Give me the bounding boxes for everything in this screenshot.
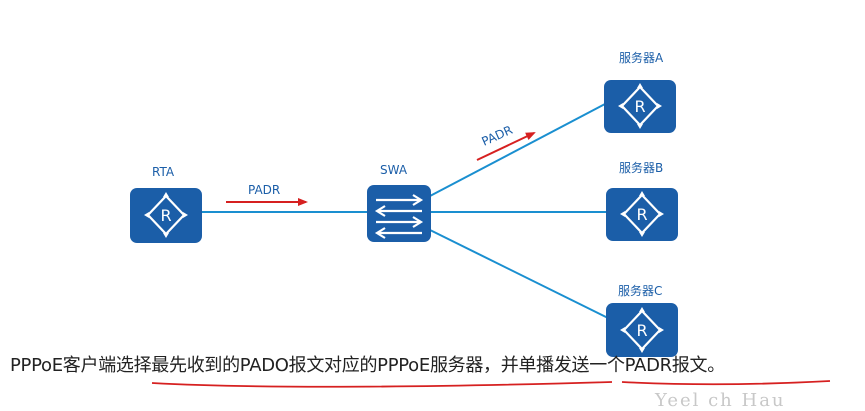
watermark: Yeel ch Hau bbox=[655, 390, 786, 411]
router-icon: R bbox=[144, 192, 188, 238]
node-label-server-a: 服务器A bbox=[619, 50, 664, 65]
svg-text:R: R bbox=[634, 97, 645, 116]
caption-underline-1 bbox=[151, 381, 613, 388]
link-swa-server-c bbox=[429, 229, 609, 319]
switch-swa[interactable] bbox=[367, 185, 431, 242]
node-label-server-c: 服务器C bbox=[618, 283, 662, 298]
node-label-swa: SWA bbox=[380, 163, 408, 177]
router-icon: R bbox=[620, 307, 664, 353]
svg-text:R: R bbox=[636, 205, 647, 224]
switch-icon bbox=[374, 194, 424, 239]
node-label-rta: RTA bbox=[152, 165, 175, 179]
caption-text: PPPoE客户端选择最先收到的PADO报文对应的PPPoE服务器，并单播发送一个… bbox=[10, 355, 725, 376]
router-server-a[interactable]: R bbox=[604, 80, 676, 133]
node-label-server-b: 服务器B bbox=[619, 160, 663, 175]
router-rta[interactable]: R bbox=[130, 188, 202, 243]
router-icon: R bbox=[620, 191, 664, 237]
router-server-c[interactable]: R bbox=[606, 303, 678, 357]
message-label-rta-swa: PADR bbox=[248, 183, 280, 197]
router-server-b[interactable]: R bbox=[606, 188, 678, 241]
padr-arrow-swa-server-a bbox=[476, 132, 536, 161]
svg-text:R: R bbox=[636, 321, 647, 340]
router-icon: R bbox=[618, 83, 662, 129]
caption-underline-2 bbox=[621, 380, 831, 386]
link-swa-server-a bbox=[429, 103, 606, 197]
svg-text:R: R bbox=[160, 206, 171, 225]
